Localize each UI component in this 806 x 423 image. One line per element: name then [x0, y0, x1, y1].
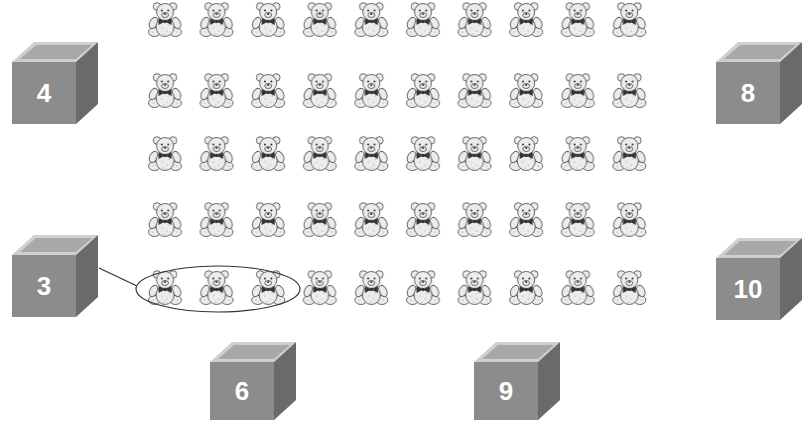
- box-sides: [716, 238, 802, 320]
- box-number: 6: [235, 377, 249, 406]
- box-number: 9: [499, 377, 513, 406]
- number-box: 8: [716, 62, 780, 124]
- box-sides: [474, 342, 560, 420]
- box-number: 8: [741, 79, 755, 108]
- box-sides: [210, 342, 296, 420]
- number-box: 9: [474, 362, 538, 420]
- box-sides: [12, 235, 98, 317]
- group-ellipse: [136, 266, 300, 312]
- number-box: 6: [210, 362, 274, 420]
- box-number: 10: [734, 275, 763, 304]
- box-sides: [12, 42, 98, 124]
- box-number: 4: [37, 79, 51, 108]
- number-box: 4: [12, 62, 76, 124]
- box-sides: [716, 42, 802, 124]
- number-box: 10: [716, 258, 780, 320]
- box-number: 3: [37, 272, 51, 301]
- leader-line: [99, 268, 137, 286]
- number-box: 3: [12, 255, 76, 317]
